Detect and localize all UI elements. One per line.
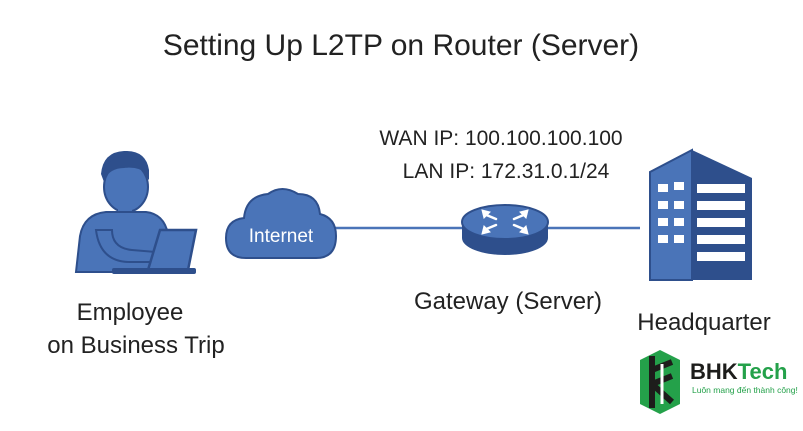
lan-ip-label: LAN IP: 172.31.0.1/24	[403, 160, 610, 183]
internet-label: Internet	[249, 226, 314, 247]
gateway-label: Gateway (Server)	[414, 288, 602, 315]
router-icon	[461, 204, 549, 255]
employee-label-line1: Employee	[77, 299, 184, 326]
brand-bhk: BHK	[690, 359, 738, 384]
diagram-title: Setting Up L2TP on Router (Server)	[163, 29, 639, 62]
building-icon	[649, 148, 752, 281]
cloud-icon	[224, 188, 338, 259]
headquarter-label: Headquarter	[637, 309, 770, 336]
employee-label-line2: on Business Trip	[47, 332, 224, 359]
person-laptop-icon	[74, 150, 198, 274]
bhktech-logo: BHKTech Luôn mang đến thành công!	[640, 350, 798, 414]
brand-tech: Tech	[738, 359, 788, 384]
bhk-logo-mark	[640, 350, 680, 414]
svg-text:BHKTech: BHKTech	[690, 359, 787, 384]
logo-slogan: Luôn mang đến thành công!	[692, 385, 798, 395]
wan-ip-label: WAN IP: 100.100.100.100	[379, 127, 622, 150]
